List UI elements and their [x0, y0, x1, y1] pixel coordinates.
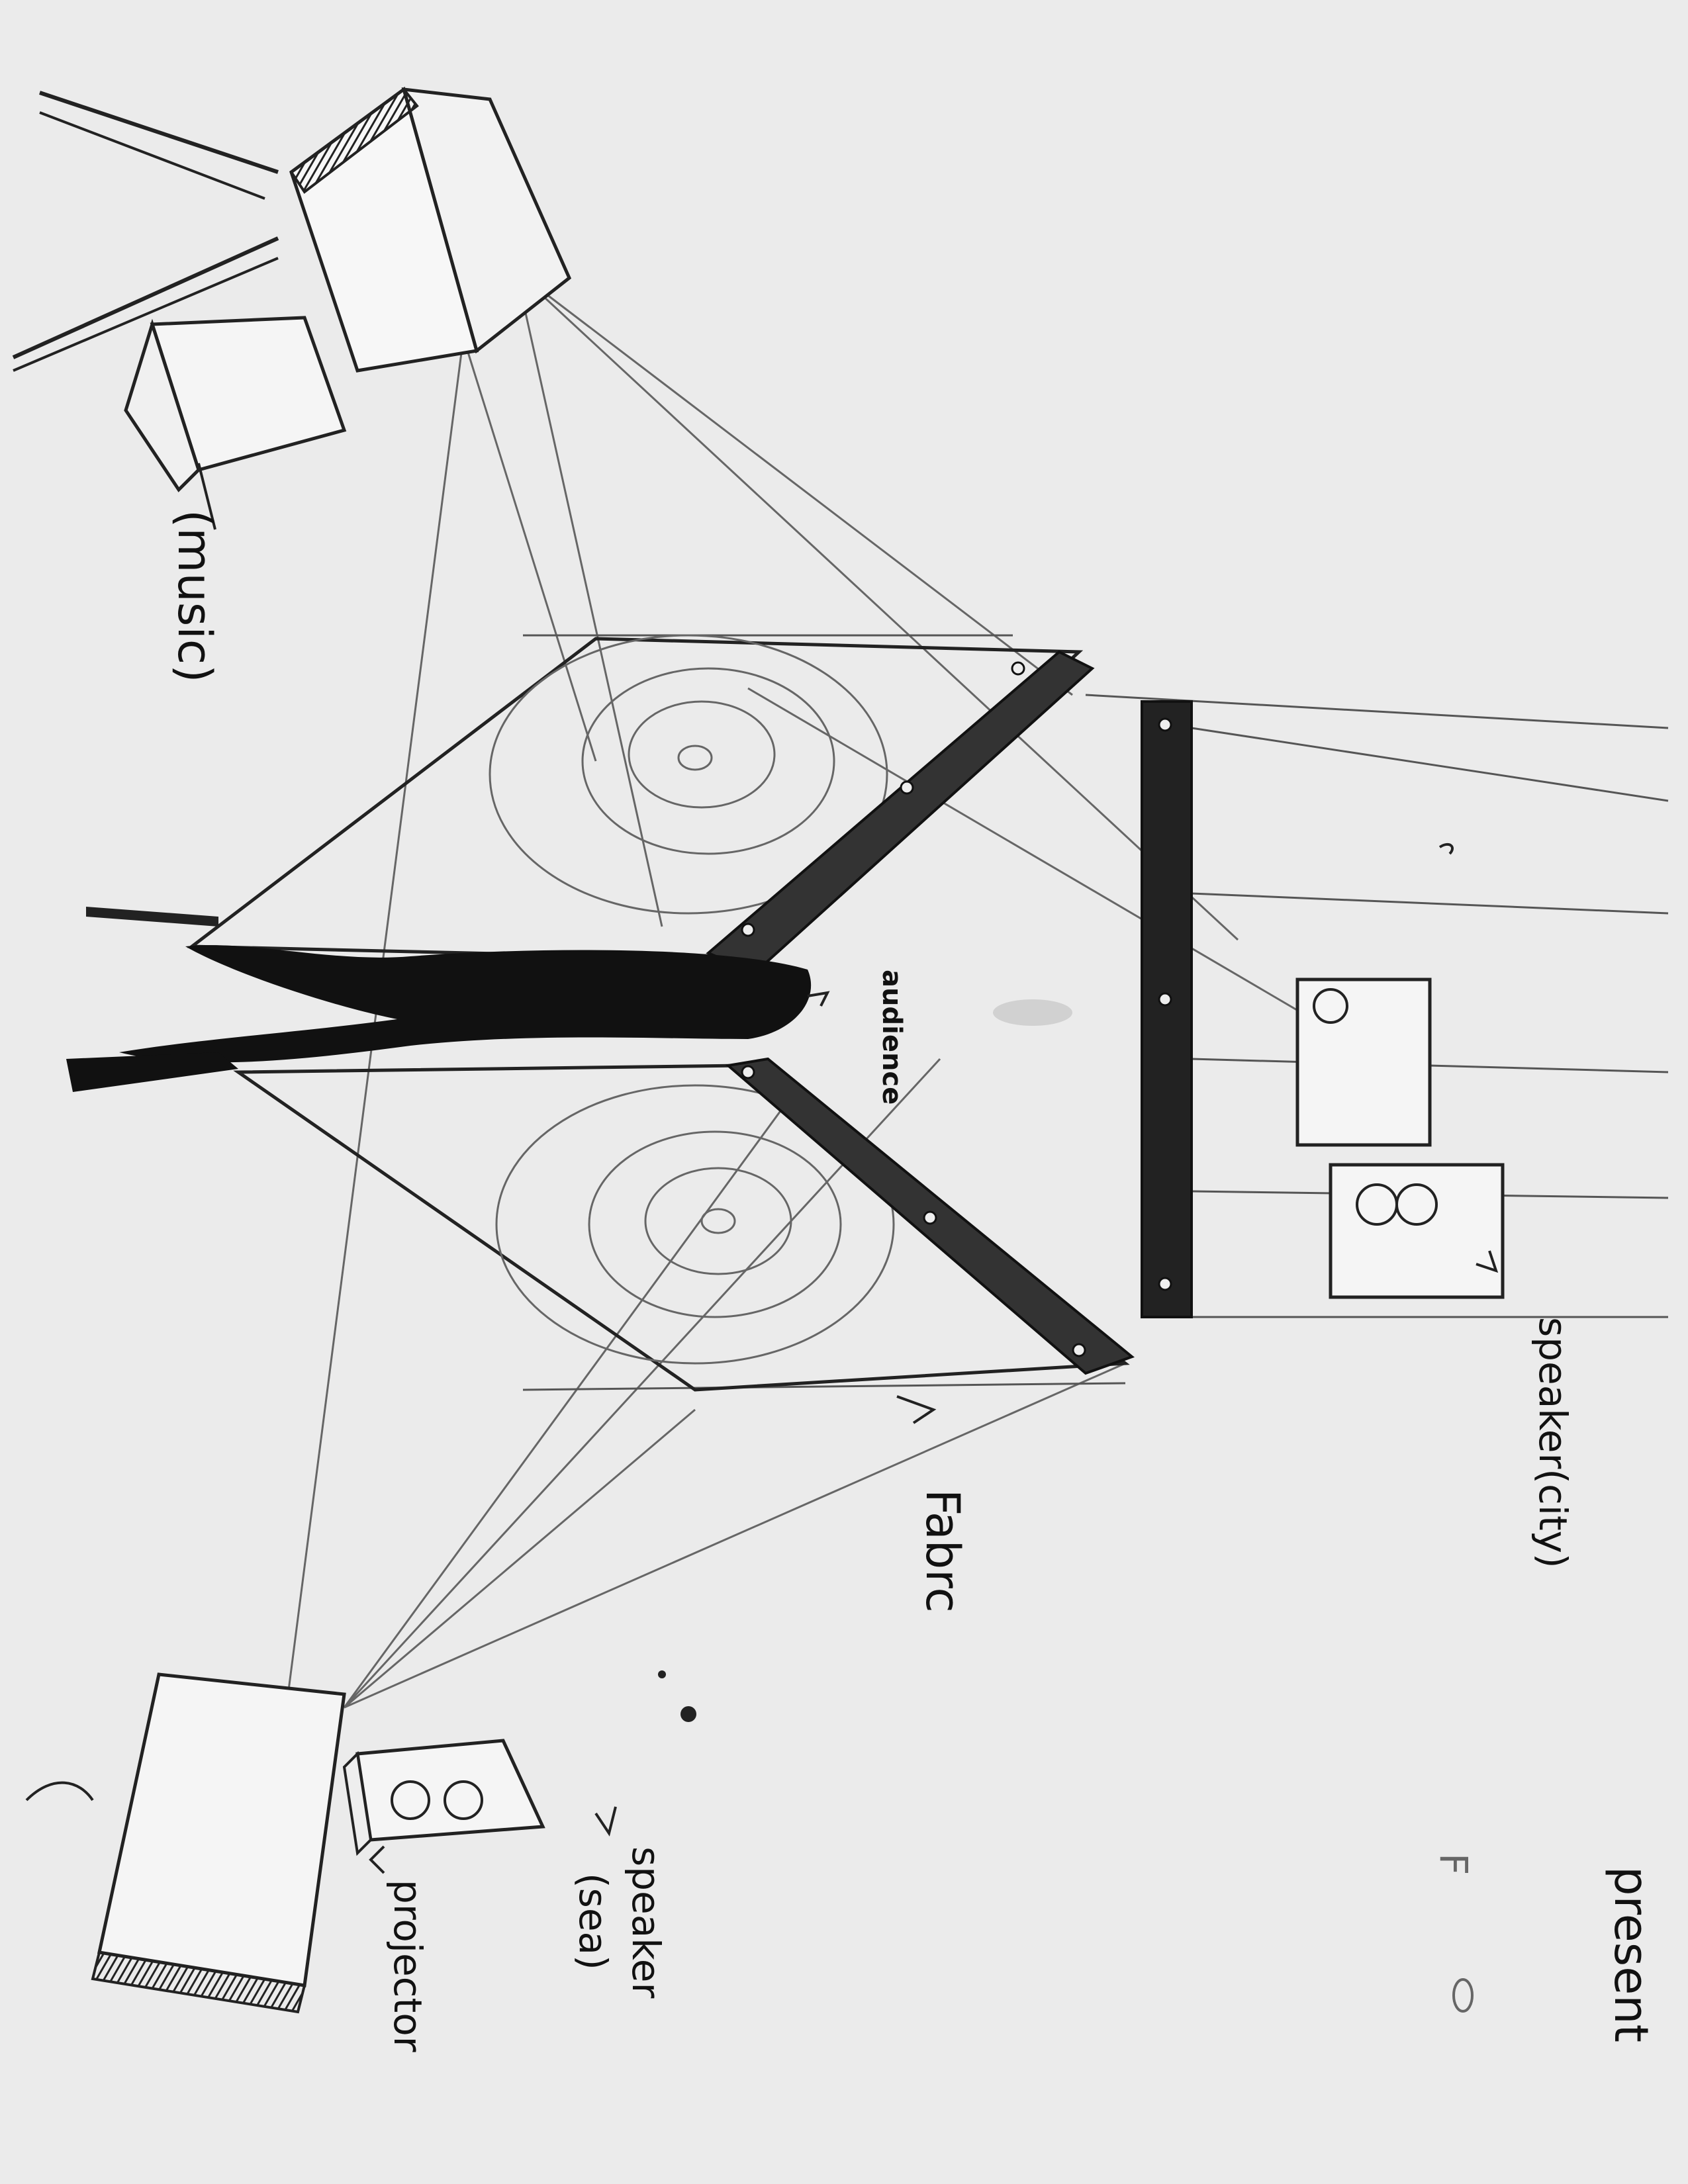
label-audience: audience — [876, 970, 907, 1105]
label-speaker-sea-sub: (sea) — [571, 1873, 616, 1970]
label-music: (music) — [167, 510, 222, 683]
label-mark-letter: F — [1431, 1853, 1476, 1875]
label-fabric: Fabrc — [915, 1489, 970, 1613]
label-speaker-sea: speaker — [624, 1846, 669, 1998]
label-projector: projector — [385, 1880, 430, 2052]
label-speaker-city: speaker(city) — [1530, 1317, 1575, 1569]
label-present: present — [1604, 1866, 1658, 2042]
